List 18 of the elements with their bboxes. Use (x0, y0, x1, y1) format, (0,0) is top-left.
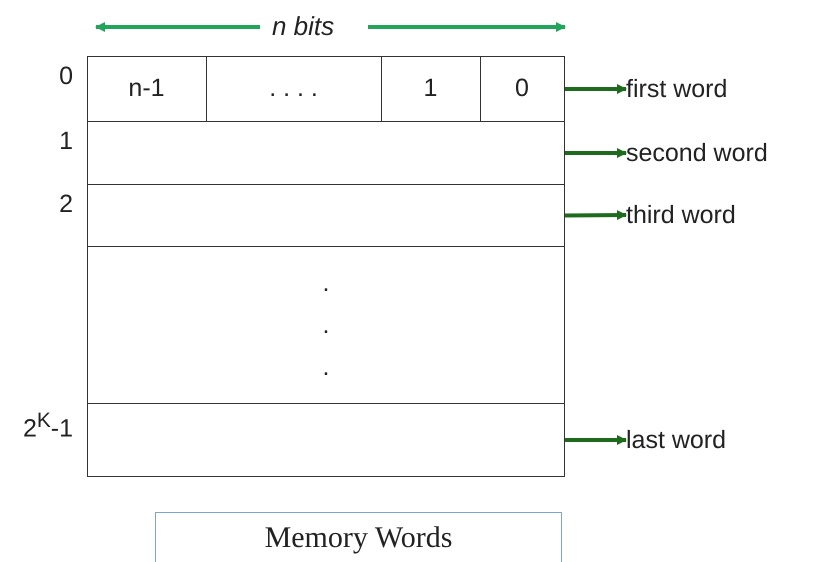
memory-row (87, 403, 565, 477)
address-label: 2$^{K}$-1 (22, 409, 73, 444)
address-label: 2 (58, 190, 73, 219)
word-label: second word (626, 136, 806, 170)
word-label: last word (626, 423, 776, 457)
memory-row: . . . (87, 246, 565, 404)
dimension-label: n bits (272, 11, 334, 42)
arrow (565, 148, 627, 158)
word-label: third word (626, 198, 786, 232)
memory-row (87, 184, 565, 247)
word-label: first word (626, 72, 776, 106)
address-label: 1 (58, 127, 73, 156)
arrow (565, 435, 627, 445)
address-label: 0 (58, 62, 73, 91)
caption-box: Memory Words (155, 512, 562, 562)
memory-row (87, 121, 565, 185)
arrow (564, 210, 627, 220)
arrow (565, 84, 627, 94)
